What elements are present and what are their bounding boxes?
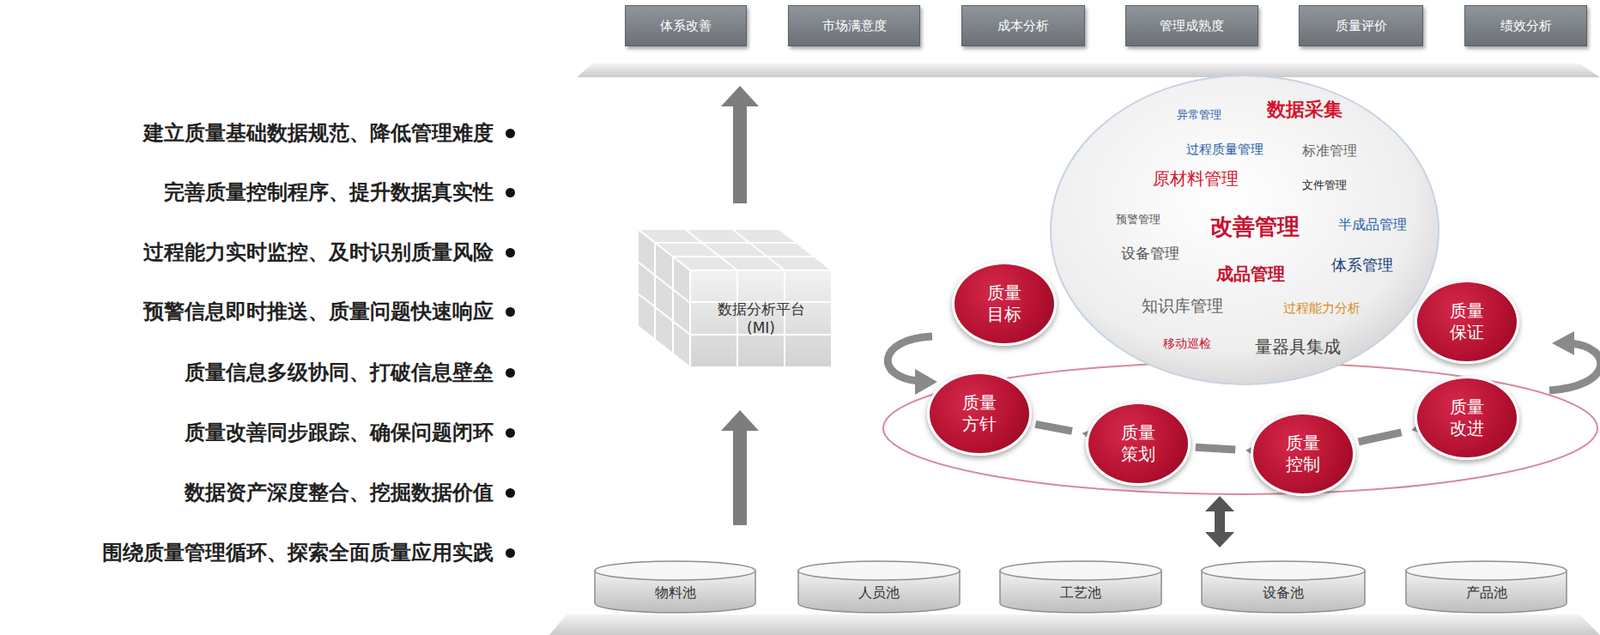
cube — [637, 229, 832, 368]
node-text: 质量 保证 — [1441, 300, 1493, 344]
node-text: 体系改善 — [660, 18, 712, 35]
bullet-text: 完善质量控制程序、提升数据真实性 — [163, 178, 494, 207]
module-word: 半成品管理 — [1338, 216, 1407, 235]
node-text: 质量 方针 — [953, 392, 1006, 436]
bullet-item: 过程能力实时监控、及时识别质量风险 — [143, 238, 516, 267]
node-text: 工艺池 — [1060, 584, 1102, 603]
bullet-text: 质量改善同步跟踪、确保问题闭环 — [184, 418, 494, 447]
data-pool: 人员池 — [798, 561, 960, 613]
bullet-dot — [505, 428, 516, 438]
bullet-text: 质量信息多级协同、打破信息壁垒 — [184, 358, 494, 387]
data-pool: 设备池 — [1201, 561, 1365, 613]
bullet-dot — [505, 368, 516, 378]
analysis-box: 成本分析 — [961, 5, 1085, 47]
node-text: 物料池 — [654, 584, 697, 603]
data-pool: 产品池 — [1406, 561, 1567, 613]
analysis-box: 体系改善 — [624, 5, 747, 47]
quality-circle: 质量 策划 — [1085, 401, 1191, 486]
bullet-item: 围绕质量管理循环、探索全面质量应用实践 — [102, 539, 516, 567]
bullet-text: 数据资产深度整合、挖掘数据价值 — [184, 478, 494, 507]
node-text: 绩效分析 — [1500, 18, 1552, 35]
flow-arrow — [1195, 443, 1259, 458]
module-word: 设备管理 — [1121, 243, 1180, 264]
bullet-text: 围绕质量管理循环、探索全面质量应用实践 — [102, 539, 494, 567]
module-word: 量器具集成 — [1254, 335, 1341, 359]
node-text: 质量 策划 — [1112, 422, 1164, 466]
bullet-dot — [505, 187, 516, 198]
bullet-item: 质量信息多级协同、打破信息壁垒 — [184, 358, 516, 387]
node-text: 人员池 — [858, 584, 900, 603]
analysis-box: 绩效分析 — [1464, 5, 1588, 47]
module-word: 异常管理 — [1176, 107, 1222, 123]
module-word: 过程能力分析 — [1283, 300, 1361, 317]
bullet-dot — [505, 548, 516, 558]
module-word: 移动巡检 — [1163, 336, 1212, 352]
node-text: 市场满意度 — [822, 18, 887, 35]
node-text: 质量评价 — [1335, 18, 1388, 35]
quality-circle: 质量 目标 — [951, 261, 1057, 346]
module-word: 知识库管理 — [1141, 295, 1224, 318]
node-text: 产品池 — [1466, 584, 1508, 603]
pool-cylinders — [594, 561, 1567, 613]
module-word: 改善管理 — [1210, 212, 1300, 243]
data-pool: 物料池 — [594, 561, 756, 613]
quality-circle: 质量 改进 — [1414, 375, 1520, 461]
bottom-shelf — [549, 614, 1600, 635]
module-word: 预警管理 — [1115, 212, 1161, 228]
module-word: 过程质量管理 — [1186, 141, 1264, 158]
bullet-dot — [505, 488, 516, 498]
node-text: 质量 控制 — [1277, 432, 1329, 476]
node-text: 成本分析 — [997, 18, 1049, 35]
module-word: 文件管理 — [1302, 177, 1347, 194]
bullet-text: 建立质量基础数据规范、降低管理难度 — [143, 119, 494, 147]
bullet-item: 完善质量控制程序、提升数据真实性 — [163, 178, 516, 207]
bullet-text: 预警信息即时推送、质量问题快速响应 — [143, 297, 494, 326]
bullet-dot — [505, 248, 516, 258]
module-word: 原材料管理 — [1152, 167, 1239, 191]
double-arrow — [1205, 496, 1235, 548]
bullet-dot — [505, 307, 516, 317]
analysis-box: 管理成熟度 — [1125, 5, 1259, 47]
module-word: 数据采集 — [1266, 96, 1343, 123]
bullet-item: 建立质量基础数据规范、降低管理难度 — [143, 119, 516, 147]
analysis-box: 质量评价 — [1298, 5, 1424, 47]
module-word: 体系管理 — [1331, 254, 1394, 276]
quality-circle: 质量 保证 — [1414, 279, 1520, 364]
quality-circle: 质量 控制 — [1250, 412, 1356, 497]
top-shelf — [576, 63, 1600, 78]
analysis-box: 市场满意度 — [787, 5, 921, 47]
data-pool: 工艺池 — [1000, 561, 1162, 613]
bullet-item: 质量改善同步跟踪、确保问题闭环 — [184, 418, 516, 447]
platform-cube: 数据分析平台 (MI) — [690, 270, 832, 368]
module-word: 标准管理 — [1302, 142, 1358, 161]
node-text: 质量 目标 — [978, 282, 1031, 326]
node-text: 质量 改进 — [1441, 396, 1493, 440]
bullet-item: 数据资产深度整合、挖掘数据价值 — [184, 478, 516, 507]
node-text: 数据分析平台 (MI) — [709, 300, 813, 338]
node-text: 管理成熟度 — [1159, 18, 1225, 35]
bullet-dot — [505, 128, 516, 139]
management-sphere — [1050, 75, 1439, 385]
bullet-item: 预警信息即时推送、质量问题快速响应 — [143, 297, 516, 326]
quality-circle: 质量 方针 — [927, 371, 1032, 456]
node-text: 设备池 — [1262, 584, 1304, 603]
bullet-text: 过程能力实时监控、及时识别质量风险 — [143, 238, 494, 267]
module-word: 成品管理 — [1216, 262, 1285, 286]
